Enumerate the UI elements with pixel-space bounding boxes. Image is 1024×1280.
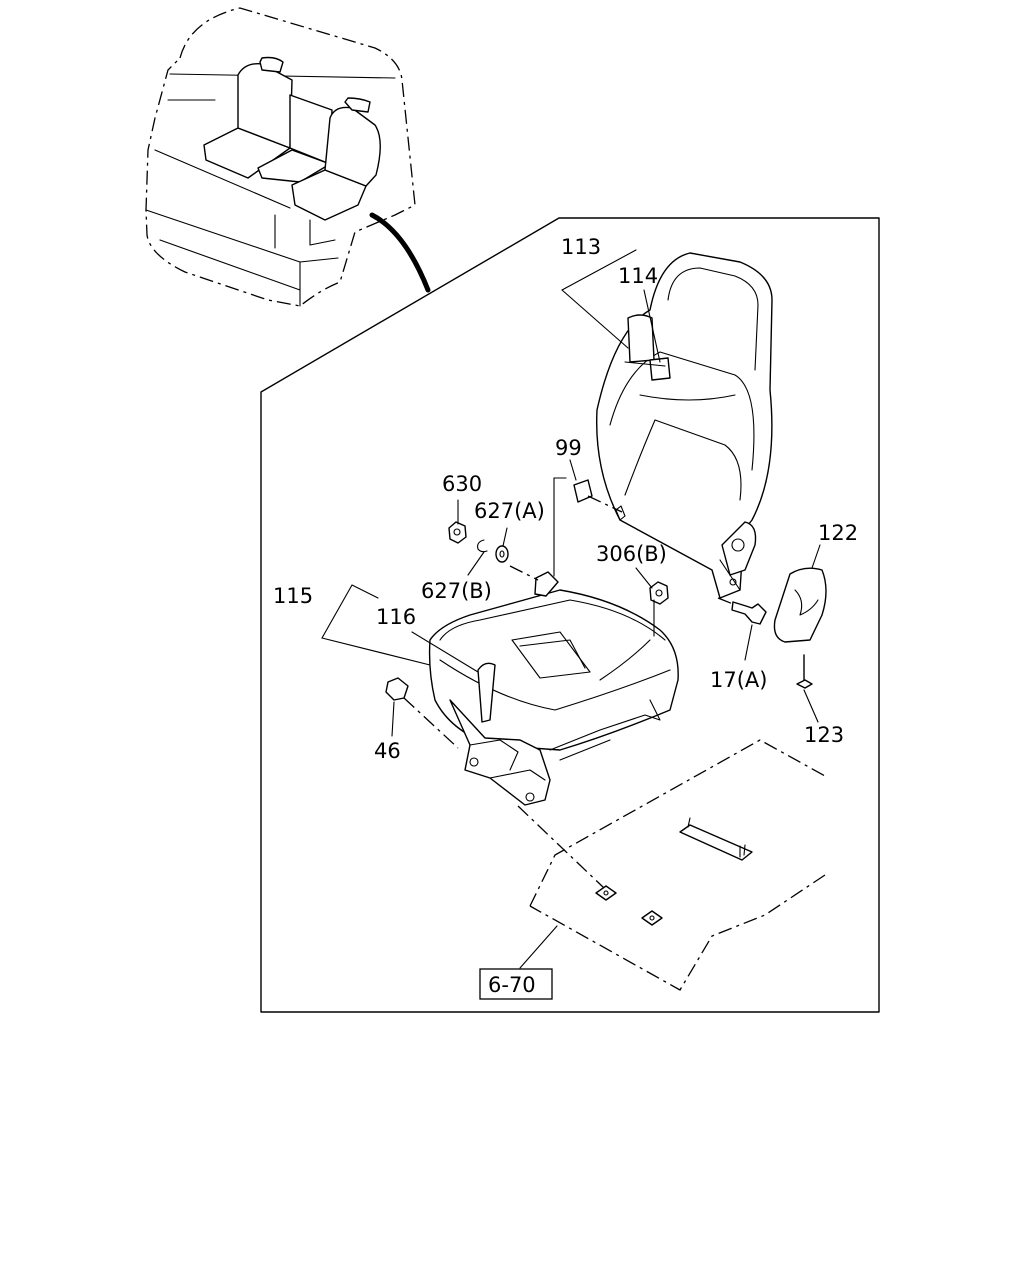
label-627a: 627(A) [474, 499, 545, 523]
label-123: 123 [804, 723, 844, 747]
label-99: 99 [555, 436, 582, 460]
leader-lines [321, 249, 821, 969]
label-17a: 17(A) [710, 668, 767, 692]
detail-frame [260, 217, 880, 1013]
label-116: 116 [376, 605, 416, 629]
label-627b: 627(B) [421, 579, 492, 603]
label-ref-670: 6-70 [488, 973, 536, 997]
label-46: 46 [374, 739, 401, 763]
label-113: 113 [561, 235, 601, 259]
label-306b: 306(B) [596, 542, 667, 566]
floor-panel [517, 739, 826, 991]
seat-cushion [428, 571, 679, 806]
callout-labels: 113 114 99 630 627(A) 627(B) 306(B) 115 … [273, 235, 858, 1000]
label-114: 114 [618, 264, 658, 288]
reference-box [479, 968, 553, 1000]
label-122: 122 [818, 521, 858, 545]
hardware-parts [385, 521, 827, 749]
seat-back [573, 252, 773, 599]
label-630: 630 [442, 472, 482, 496]
label-115: 115 [273, 584, 313, 608]
cab-overview-illustration [145, 7, 431, 307]
